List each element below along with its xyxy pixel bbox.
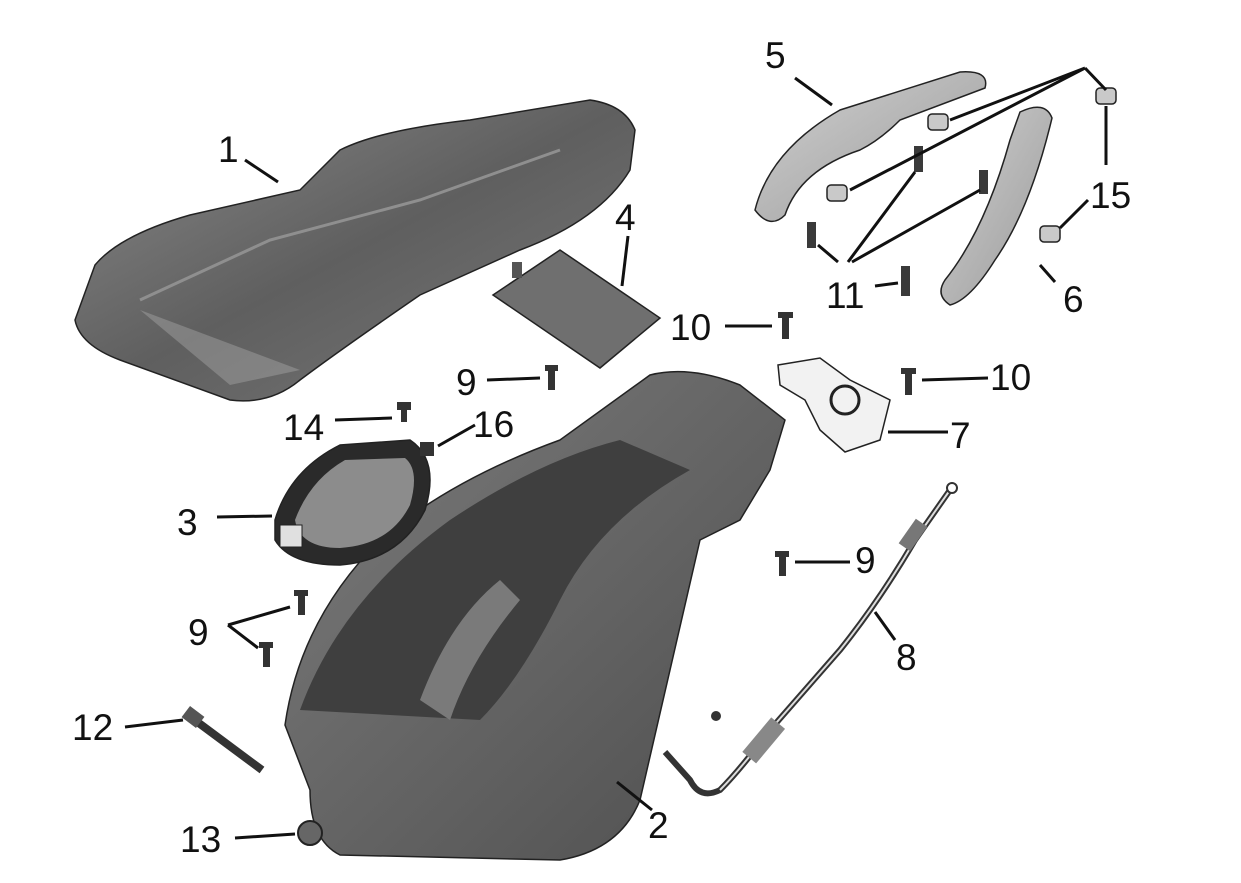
clip-parts	[397, 402, 434, 456]
callout-4: 4	[615, 197, 636, 238]
storage-box-part	[284, 370, 786, 861]
callout-9c: 9	[188, 612, 209, 653]
callout-10a: 10	[670, 307, 711, 348]
helmet-light-part	[274, 439, 431, 566]
callout-5: 5	[765, 35, 786, 76]
callout-12: 12	[72, 707, 113, 748]
seat-lock-cable-part	[662, 482, 958, 797]
callout-6: 6	[1063, 279, 1084, 320]
callout-2: 2	[648, 805, 669, 846]
callout-labels: 1 2 3 4 5 6 7 8 9 9 9 10 10 11 12 13 14 …	[72, 35, 1131, 860]
callout-14: 14	[283, 407, 324, 448]
callout-15: 15	[1090, 175, 1131, 216]
callout-13: 13	[180, 819, 221, 860]
callout-1: 1	[218, 129, 239, 170]
screw-parts	[259, 312, 916, 667]
leader-lines	[124, 66, 1108, 840]
bolt-parts	[807, 146, 988, 296]
grab-rail-right-part	[940, 106, 1053, 306]
pin-part	[181, 705, 265, 774]
callout-3: 3	[177, 502, 198, 543]
bushing-parts	[826, 87, 1117, 243]
nut-part	[297, 820, 323, 846]
seat-part	[74, 99, 636, 402]
seat-lock-part	[777, 357, 891, 453]
cover-plate-part	[491, 249, 662, 369]
callout-9b: 9	[855, 540, 876, 581]
callout-8: 8	[896, 637, 917, 678]
callout-16: 16	[473, 404, 514, 445]
callout-10b: 10	[990, 357, 1031, 398]
grab-rail-left-part	[754, 71, 987, 223]
callout-9a: 9	[456, 362, 477, 403]
callout-11: 11	[826, 275, 864, 316]
callout-7: 7	[950, 415, 971, 456]
